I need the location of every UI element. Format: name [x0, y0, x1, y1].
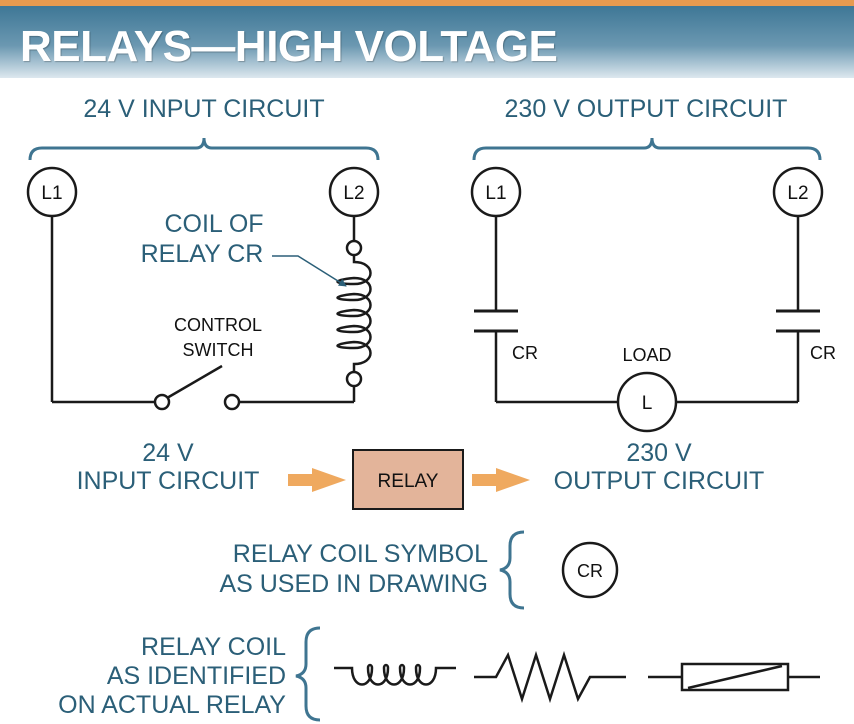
coil-label-line1: COIL OF	[164, 210, 263, 238]
switch-contact-right	[223, 393, 241, 411]
output-brace	[472, 137, 822, 161]
flow-output-line2: OUTPUT CIRCUIT	[554, 467, 765, 495]
coil-terminal-bottom	[345, 370, 363, 388]
output-l1-terminal: L1	[470, 166, 522, 218]
rectangle-coil-symbol	[648, 662, 820, 692]
flow-input-line1: 24 V	[142, 439, 194, 467]
output-circuit-header: 230 V OUTPUT CIRCUIT	[505, 95, 788, 123]
flow-input-line2: INPUT CIRCUIT	[77, 467, 260, 495]
input-l1-terminal: L1	[26, 166, 78, 218]
actual-legend-line3: ON ACTUAL RELAY	[58, 691, 286, 719]
switch-blade	[166, 364, 223, 400]
input-l2-label: L2	[343, 183, 364, 204]
switch-label-line2: SWITCH	[183, 340, 254, 360]
contact-right-label: CR	[810, 343, 836, 363]
relay-contact-right	[776, 309, 820, 333]
input-brace	[28, 137, 380, 161]
output-l1-label: L1	[485, 183, 506, 204]
actual-legend-line1: RELAY COIL	[141, 633, 286, 661]
symbol-legend-line1: RELAY COIL SYMBOL	[233, 540, 488, 568]
input-circuit-header: 24 V INPUT CIRCUIT	[83, 95, 324, 123]
cr-coil-symbol: CR	[561, 541, 619, 599]
coil-label-line2: RELAY CR	[141, 240, 264, 268]
coil-loops-symbol	[334, 663, 456, 686]
resistor-zigzag-symbol	[474, 650, 626, 704]
relay-contact-left	[474, 309, 518, 333]
flow-arrow-left	[288, 468, 346, 492]
actual-legend-brace	[295, 626, 321, 722]
top-accent-line	[0, 0, 854, 6]
load-symbol-letter: L	[642, 393, 653, 414]
output-l2-label: L2	[787, 183, 808, 204]
input-l1-label: L1	[41, 183, 62, 204]
coil-terminal-top	[345, 239, 363, 257]
relay-box: RELAY	[352, 449, 464, 510]
coil-leader-arrow	[272, 255, 347, 287]
relay-box-label: RELAY	[378, 471, 439, 492]
symbol-legend-line2: AS USED IN DRAWING	[219, 570, 488, 598]
switch-contact-left	[153, 393, 171, 411]
flow-output-line1: 230 V	[626, 439, 692, 467]
symbol-legend-brace	[499, 530, 525, 610]
actual-legend-line2: AS IDENTIFIED	[107, 662, 286, 690]
output-l2-terminal: L2	[772, 166, 824, 218]
cr-coil-symbol-label: CR	[577, 561, 603, 581]
relay-coil	[336, 255, 372, 372]
flow-arrow-right	[472, 468, 530, 492]
load-symbol: L	[616, 371, 678, 433]
switch-label-line1: CONTROL	[174, 315, 262, 335]
page-title: RELAYS—HIGH VOLTAGE	[20, 22, 558, 71]
input-wiring	[50, 216, 356, 404]
load-label: LOAD	[622, 345, 671, 365]
output-wiring	[494, 216, 800, 404]
title-banner: RELAYS—HIGH VOLTAGE	[0, 6, 854, 78]
input-l2-terminal: L2	[328, 166, 380, 218]
contact-left-label: CR	[512, 343, 538, 363]
